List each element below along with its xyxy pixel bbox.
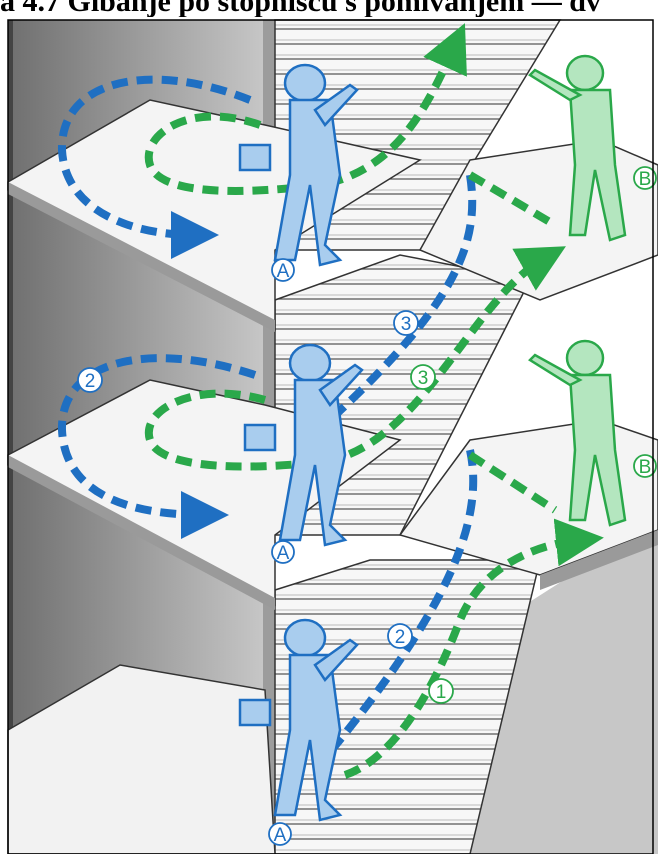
label-2-blue-left: 2 xyxy=(78,368,102,392)
label-a-top-text: A xyxy=(277,261,290,282)
label-2-blue-left-text: 2 xyxy=(85,371,96,392)
label-1-green: 1 xyxy=(429,679,453,703)
label-b-middle-text: B xyxy=(639,457,652,478)
label-a-bottom-text: A xyxy=(274,825,287,846)
label-b-top-text: B xyxy=(639,169,652,190)
label-a-top: A xyxy=(272,259,294,282)
label-2-blue-bottom: 2 xyxy=(388,624,412,648)
label-1-green-text: 1 xyxy=(436,682,447,703)
label-a-bottom: A xyxy=(269,823,291,846)
label-3-blue: 3 xyxy=(394,311,418,335)
label-3-green-text: 3 xyxy=(418,368,429,389)
label-2-blue-bottom-text: 2 xyxy=(395,627,406,648)
label-a-middle: A xyxy=(272,541,294,564)
label-3-blue-text: 3 xyxy=(401,314,412,335)
label-a-middle-text: A xyxy=(277,543,290,564)
label-3-green: 3 xyxy=(411,365,435,389)
